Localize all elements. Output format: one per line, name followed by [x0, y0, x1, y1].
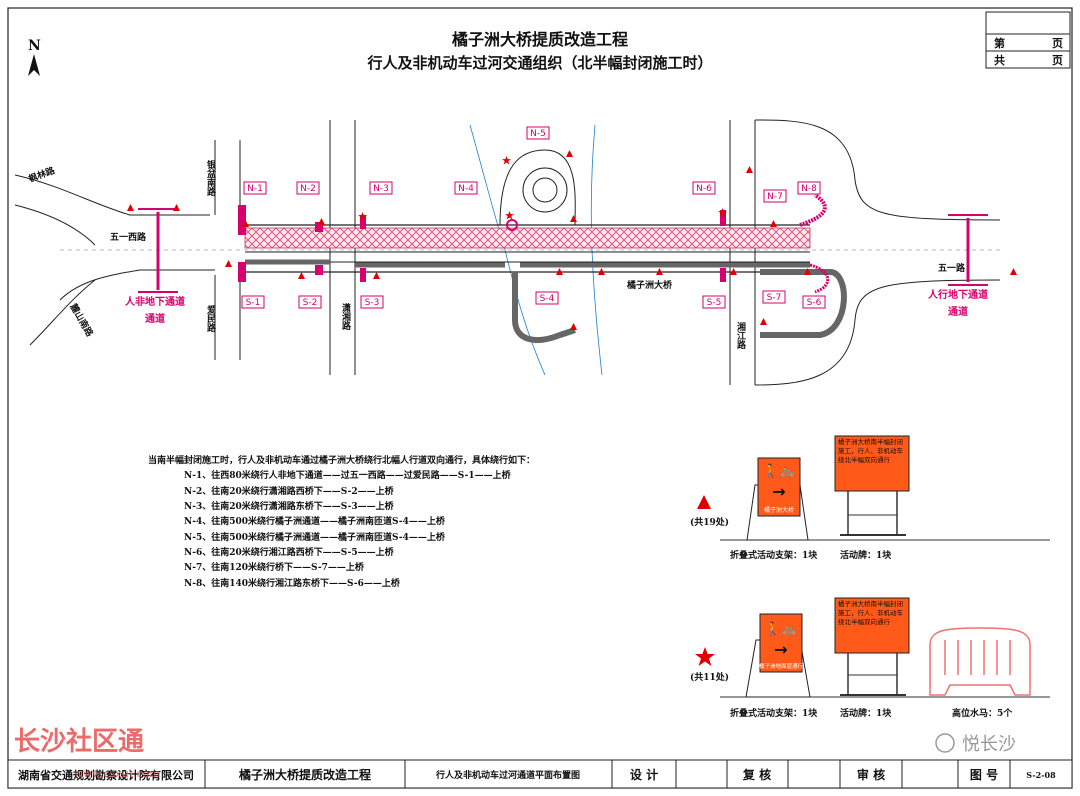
note-item: N-3、往南20米绕行潇湘路东桥下——S-3——上桥	[184, 500, 395, 512]
stair-markers	[238, 205, 726, 282]
svg-text:橘子洲大桥: 橘子洲大桥	[626, 279, 673, 291]
folding-sign-2: 🚶🚲 → 橘子洲地面层通行	[745, 613, 811, 698]
arrow-right-icon: →	[774, 640, 787, 659]
svg-text:S-7: S-7	[767, 293, 782, 303]
south-marker-labels: S-1 S-2 S-3 S-4 S-5 S-6 S-7	[241, 290, 826, 309]
sign-board-2: 橘子洲大桥南半幅封闭施工，行人、非机动车绕北半幅双向通行	[834, 597, 910, 696]
legend-triangle: (共19处)	[690, 495, 729, 528]
sheet-border	[7, 7, 1073, 789]
watermark-left: 长沙社区通 www.csxqt.com	[14, 726, 160, 780]
svg-text:银盆南路: 银盆南路	[205, 159, 217, 197]
note-item: N-2、往南20米绕行潇湘路西桥下——S-2——上桥	[184, 485, 395, 497]
detour-notes: 当南半幅封闭施工时，行人及非机动车通过橘子洲大桥绕行北幅人行道双向通行，具体绕行…	[148, 454, 535, 589]
svg-text:五一路: 五一路	[938, 262, 966, 274]
svg-text:N-7: N-7	[767, 192, 783, 202]
north-route-band	[244, 227, 811, 249]
svg-text:N-3: N-3	[373, 184, 389, 194]
svg-text:N-8: N-8	[801, 184, 817, 194]
svg-text:潇湘路: 潇湘路	[340, 302, 351, 331]
sign-board-1: 橘子洲大桥南半幅封闭施工，行人、非机动车绕北半幅双向通行	[834, 435, 910, 536]
north-arrow-icon: N	[28, 38, 41, 76]
bike-pedestrian-icon: 🚶🚲	[763, 463, 795, 479]
watermark-right: 悦长沙	[935, 733, 1016, 755]
svg-text:橘子洲大桥提质改造工程: 橘子洲大桥提质改造工程	[238, 767, 371, 782]
svg-text:共: 共	[994, 53, 1005, 67]
svg-text:湘江路: 湘江路	[735, 321, 746, 350]
svg-text:页: 页	[1052, 37, 1063, 50]
arrow-right-icon: →	[772, 482, 785, 501]
note-item: N-7、往南120米绕行桥下——S-7——上桥	[184, 561, 365, 573]
legend-star: (共11处)	[690, 647, 729, 683]
svg-text:设 计: 设 计	[630, 767, 658, 782]
svg-text:复 核: 复 核	[742, 767, 771, 782]
svg-text:活动牌：1块: 活动牌：1块	[840, 707, 892, 719]
svg-text:长沙社区通: 长沙社区通	[14, 726, 144, 757]
svg-text:审 核: 审 核	[857, 767, 885, 782]
west-underpass-label: 人非地下通道	[125, 295, 185, 308]
svg-text:橘子洲地面层通行: 橘子洲地面层通行	[759, 662, 804, 670]
n8-ramp	[799, 193, 827, 227]
page-subtitle: 行人及非机动车过河交通组织（北半幅封闭施工时）	[366, 54, 712, 72]
svg-text:通道: 通道	[948, 305, 968, 318]
notes-intro: 当南半幅封闭施工时，行人及非机动车通过橘子洲大桥绕行北幅人行道双向通行，具体绕行…	[148, 454, 535, 466]
s6-ramp	[809, 263, 829, 294]
star-sign-markers	[358, 156, 727, 221]
svg-text:N-2: N-2	[300, 184, 316, 194]
page-number-box: 第 页 共 页	[985, 11, 1071, 69]
svg-text:S-6: S-6	[807, 298, 822, 308]
note-item: N-5、往南500米绕行橘子洲通道——橘子洲南匝道S-4——上桥	[184, 531, 446, 543]
svg-text:麓山南路: 麓山南路	[67, 301, 96, 340]
folding-sign-1: 🚶🚲 → 橘子洲大桥	[746, 457, 809, 541]
svg-text:通道: 通道	[145, 312, 165, 325]
svg-text:N: N	[28, 38, 41, 54]
bike-pedestrian-icon: 🚶🚲	[765, 621, 797, 637]
svg-text:页: 页	[1052, 54, 1063, 67]
svg-text:第: 第	[994, 36, 1005, 50]
note-item: N-8、往南140米绕行湘江路东桥下——S-6——上桥	[184, 577, 401, 589]
svg-text:折叠式活动支架：1块: 折叠式活动支架：1块	[730, 707, 818, 719]
svg-text:(共11处): (共11处)	[690, 671, 729, 683]
note-item: N-4、往南500米绕行橘子洲通道——橘子洲南匝道S-4——上桥	[184, 515, 446, 527]
svg-text:悦长沙: 悦长沙	[962, 734, 1016, 755]
svg-text:橘子洲大桥: 橘子洲大桥	[764, 506, 794, 514]
svg-text:折叠式活动支架：1块: 折叠式活动支架：1块	[730, 549, 818, 561]
water-barrier-icon	[929, 627, 1031, 696]
svg-text:S-1: S-1	[246, 298, 261, 308]
svg-text:www.csxqt.com: www.csxqt.com	[74, 767, 160, 780]
west-underpass	[138, 208, 178, 293]
east-underpass-label: 人行地下通道	[928, 288, 988, 301]
svg-text:N-4: N-4	[458, 184, 474, 194]
svg-text:湖南省交通规划勘察设计院有限公司: 湖南省交通规划勘察设计院有限公司	[18, 768, 194, 782]
svg-text:N-6: N-6	[696, 184, 712, 194]
note-item: N-6、往南20米绕行湘江路西桥下——S-5——上桥	[184, 546, 395, 558]
svg-text:活动牌：1块: 活动牌：1块	[840, 549, 892, 561]
svg-text:S-4: S-4	[540, 294, 555, 304]
vertical-road-labels: 银盆南路 爱民路 潇湘路 湘江路	[205, 159, 746, 350]
note-item: N-1、往西80米绕行人非地下通道——过五一西路——过爱民路——S-1——上桥	[184, 469, 512, 481]
svg-text:N-5: N-5	[530, 129, 546, 139]
svg-text:爱民路: 爱民路	[205, 304, 216, 333]
wechat-icon	[935, 733, 955, 753]
svg-text:高位水马：5个: 高位水马：5个	[952, 707, 1013, 719]
svg-text:(共19处): (共19处)	[690, 516, 729, 528]
svg-text:S-2: S-2	[303, 298, 318, 308]
title-block: 湖南省交通规划勘察设计院有限公司 橘子洲大桥提质改造工程 行人及非机动车过河通道…	[7, 759, 1073, 789]
svg-text:N-1: N-1	[247, 184, 263, 194]
svg-text:五一西路: 五一西路	[110, 231, 147, 243]
east-underpass	[948, 214, 988, 286]
svg-text:S-3: S-3	[365, 298, 380, 308]
svg-text:S-2-08: S-2-08	[1026, 770, 1056, 780]
svg-text:S-5: S-5	[707, 298, 722, 308]
svg-text:枫林路: 枫林路	[27, 164, 57, 185]
page-title: 橘子洲大桥提质改造工程	[451, 30, 628, 49]
svg-text:图 号: 图 号	[970, 767, 998, 782]
north-marker-labels: N-1 N-2 N-3 N-4 N-5 N-6 N-7 N-8	[243, 126, 821, 203]
svg-text:行人及非机动车过河通道平面布置图: 行人及非机动车过河通道平面布置图	[435, 769, 580, 781]
